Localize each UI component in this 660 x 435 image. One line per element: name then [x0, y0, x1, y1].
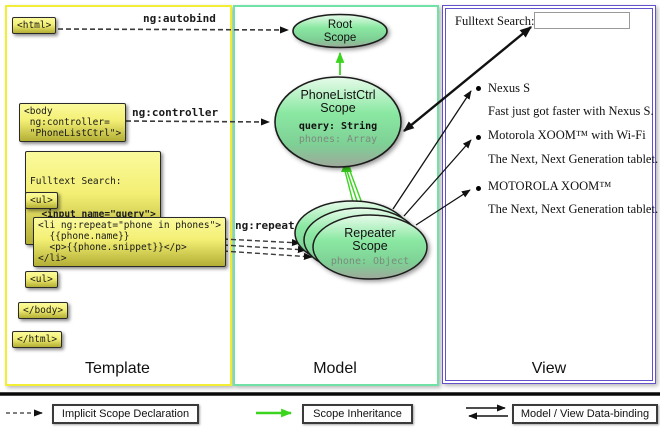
code-box-html-close: </html>	[12, 331, 63, 348]
root-scope-title: Root Scope	[323, 19, 357, 44]
phonelistctrl-query-prop: query: String	[298, 121, 378, 132]
view-item-title: Motorola XOOM™ with Wi-Fi	[488, 128, 646, 142]
ng-controller-label: ng:controller	[132, 106, 219, 119]
bullet-icon	[476, 186, 481, 191]
legend-scope-inheritance-box: Scope Inheritance	[302, 404, 413, 424]
view-item-desc: Fast just got faster with Nexus S.	[488, 104, 654, 118]
legend-implicit-scope-box: Implicit Scope Declaration	[52, 404, 199, 424]
code-box-li-repeat: <li ng:repeat="phone in phones"> {{phone…	[33, 217, 227, 267]
view-item-title: MOTOROLA XOOM™	[488, 179, 612, 193]
legend-databinding-box: Model / View Data-binding	[512, 404, 658, 424]
view-column	[442, 5, 656, 384]
view-item-desc: The Next, Next Generation tablet.	[488, 202, 659, 216]
model-column	[233, 5, 439, 386]
phonelistctrl-scope-title: PhoneListCtrl Scope	[300, 88, 376, 115]
view-column-label: View	[531, 360, 567, 377]
model-column-label: Model	[313, 360, 357, 377]
ng-autobind-label: ng:autobind	[143, 12, 216, 25]
ng-repeat-label: ng:repeat	[235, 219, 295, 232]
view-item-desc: The Next, Next Generation tablet.	[488, 152, 659, 166]
code-box-ul-close: <ul>	[25, 271, 58, 288]
phonelistctrl-phones-prop: phones: Array	[298, 134, 378, 145]
bullet-icon	[476, 86, 481, 91]
template-column-label: Template	[85, 360, 150, 377]
fulltext-search-input[interactable]	[534, 12, 630, 29]
code-box-body-open: <body ng:controller= "PhoneListCtrl">	[19, 103, 127, 142]
code-box-body-close: </body>	[18, 302, 69, 319]
view-item-title: Nexus S	[488, 81, 531, 95]
code-fulltext-label: Fulltext Search:	[30, 176, 122, 187]
code-box-html-open: <html>	[12, 17, 57, 34]
repeater-phone-prop: phone: Object	[330, 256, 410, 267]
bullet-icon	[476, 135, 481, 140]
fulltext-search-label: Fulltext Search:	[455, 14, 535, 28]
code-box-ul-open: <ul>	[25, 192, 58, 209]
repeater-scope-title: Repeater Scope	[344, 226, 396, 253]
code-fulltext-input: <input name="query">	[30, 209, 156, 220]
